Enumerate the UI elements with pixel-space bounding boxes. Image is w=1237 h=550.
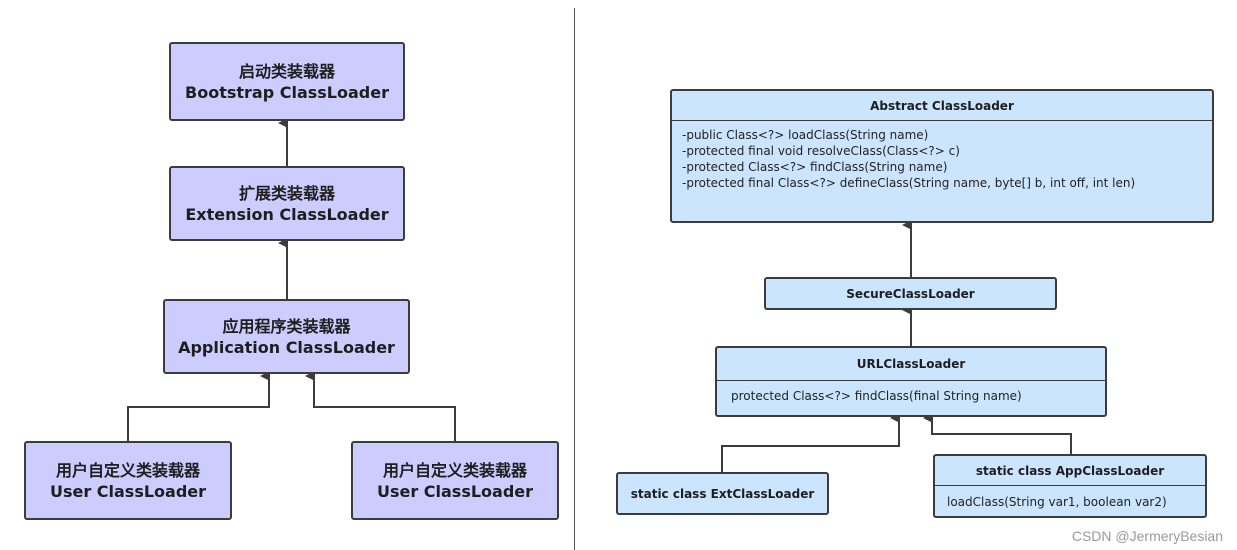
url-classloader-title: URLClassLoader (717, 348, 1105, 381)
url-classloader-class: URLClassLoader protected Class<?> findCl… (715, 346, 1107, 417)
abstract-classloader-methods: -public Class<?> loadClass(String name) … (672, 121, 1212, 191)
ext-classloader-class: static class ExtClassLoader (616, 472, 829, 515)
arrow-userright-to-application (305, 371, 456, 441)
bootstrap-en-label: Bootstrap ClassLoader (185, 82, 389, 102)
secure-classloader-title: SecureClassLoader (846, 286, 975, 301)
url-classloader-method: protected Class<?> findClass(final Strin… (731, 389, 1022, 403)
user-left-cn-label: 用户自定义类装载器 (55, 460, 200, 480)
application-classloader-box: 应用程序类装载器 Application ClassLoader (163, 299, 410, 374)
abstract-classloader-title: Abstract ClassLoader (672, 91, 1212, 121)
secure-classloader-class: SecureClassLoader (764, 277, 1057, 310)
method-line: -protected final Class<?> defineClass(St… (682, 176, 1136, 190)
user-left-en-label: User ClassLoader (49, 481, 207, 501)
watermark-text: CSDN @JermeryBesian (1071, 528, 1223, 544)
user-classloader-left-box: 用户自定义类装载器 User ClassLoader (24, 441, 232, 520)
arrow-app-to-url (923, 413, 1072, 454)
bootstrap-cn-label: 启动类装载器 (238, 61, 335, 81)
user-classloader-right-box: 用户自定义类装载器 User ClassLoader (351, 441, 559, 520)
application-en-label: Application ClassLoader (178, 337, 395, 357)
application-cn-label: 应用程序类装载器 (222, 316, 351, 336)
extension-classloader-box: 扩展类装载器 Extension ClassLoader (169, 166, 405, 241)
app-classloader-title: static class AppClassLoader (935, 456, 1205, 486)
method-line: -public Class<?> loadClass(String name) (682, 128, 929, 142)
bootstrap-classloader-box: 启动类装载器 Bootstrap ClassLoader (169, 42, 405, 121)
panel-divider (574, 8, 575, 550)
user-right-cn-label: 用户自定义类装载器 (382, 460, 527, 480)
app-classloader-method: loadClass(String var1, boolean var2) (947, 495, 1167, 509)
extension-en-label: Extension ClassLoader (185, 204, 389, 224)
arrow-userleft-to-application (127, 371, 270, 441)
app-classloader-class: static class AppClassLoader loadClass(St… (933, 454, 1207, 518)
user-right-en-label: User ClassLoader (376, 481, 534, 501)
extension-cn-label: 扩展类装载器 (238, 183, 335, 203)
method-line: -protected final void resolveClass(Class… (682, 144, 960, 158)
arrow-ext-to-url (721, 413, 900, 472)
method-line: -protected Class<?> findClass(String nam… (682, 160, 948, 174)
ext-classloader-title: static class ExtClassLoader (630, 486, 815, 501)
abstract-classloader-class: Abstract ClassLoader -public Class<?> lo… (670, 89, 1214, 223)
